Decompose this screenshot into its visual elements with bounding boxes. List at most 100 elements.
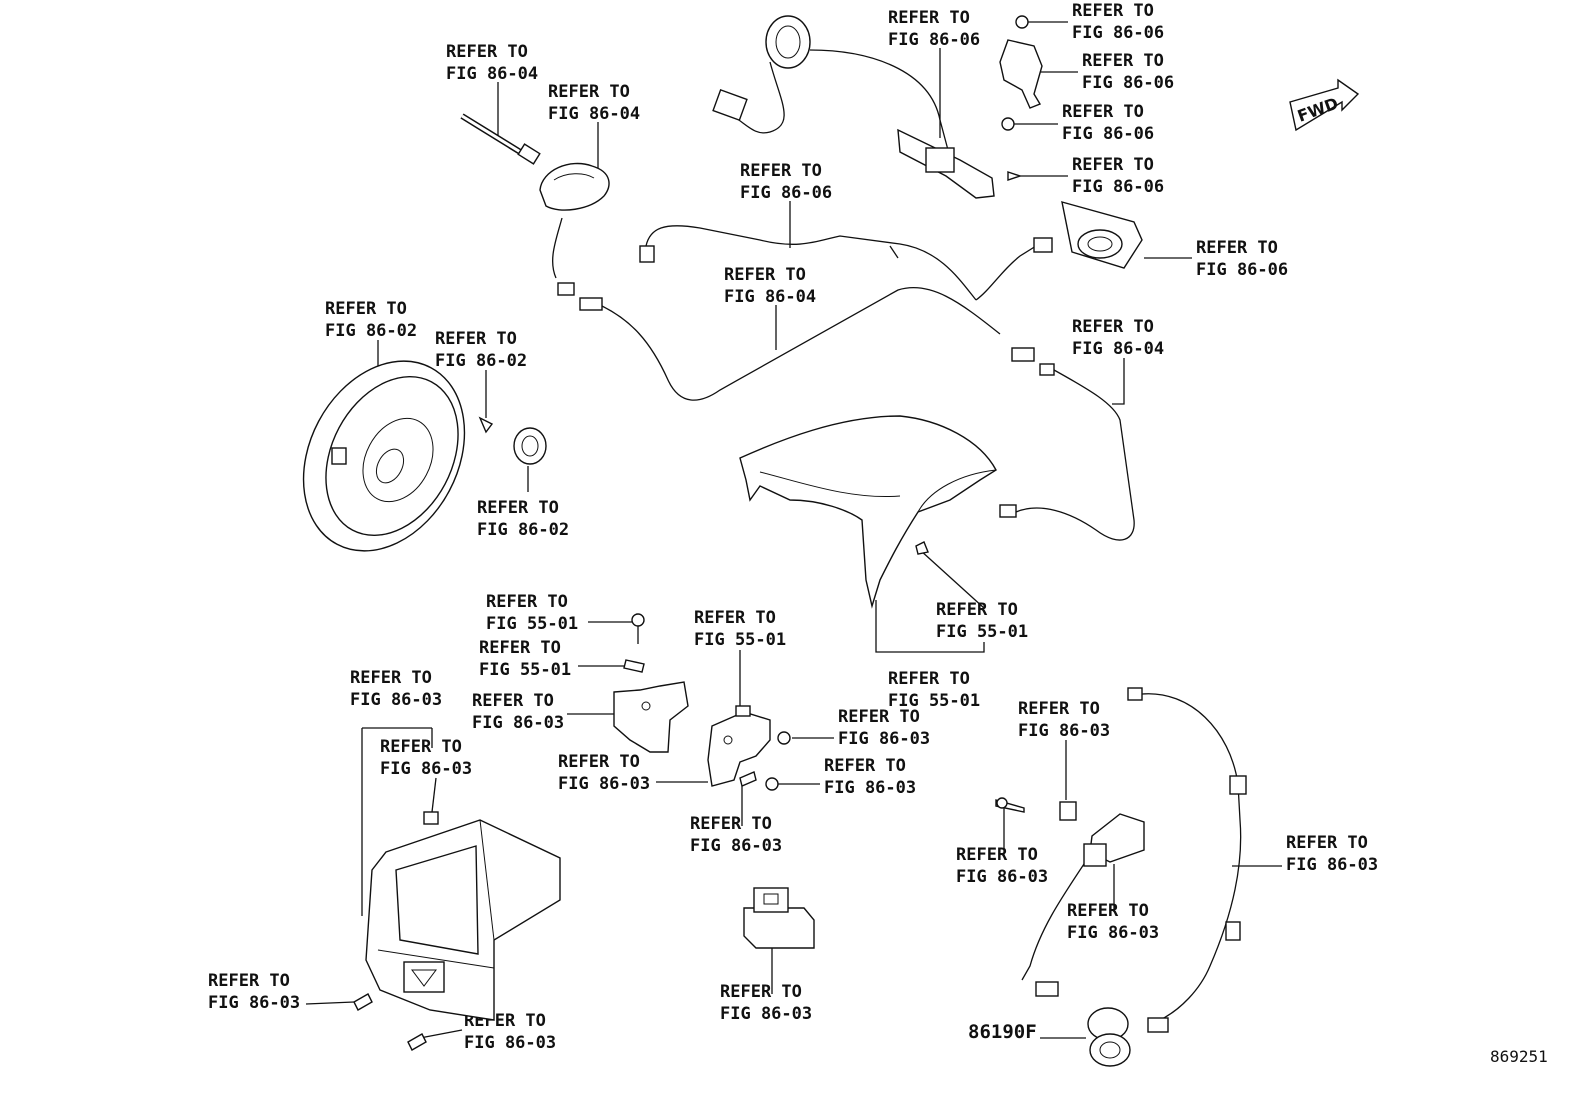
svg-text:REFER TO: REFER TO: [1018, 699, 1100, 719]
tweeter: [513, 427, 547, 465]
svg-text:REFER TO: REFER TO: [956, 845, 1038, 865]
svg-text:REFER TO: REFER TO: [325, 299, 407, 319]
svg-text:FIG 86-03: FIG 86-03: [1067, 923, 1159, 943]
bracket-screw-icon: [739, 731, 791, 791]
svg-text:REFER TO: REFER TO: [479, 638, 561, 658]
svg-text:FIG 86-04: FIG 86-04: [446, 64, 538, 84]
bracket-bolt-icon: [631, 613, 645, 644]
radio-receiver: [365, 811, 561, 1021]
usb-adapter: [1021, 813, 1145, 997]
svg-text:FIG 86-03: FIG 86-03: [558, 774, 650, 794]
svg-text:FIG 86-03: FIG 86-03: [720, 1004, 812, 1024]
svg-text:FIG 55-01: FIG 55-01: [888, 691, 980, 711]
receiver-screw-a-icon: [353, 993, 373, 1011]
rear-camera: [1061, 201, 1143, 269]
svg-text:REFER TO: REFER TO: [1072, 155, 1154, 175]
part-86190f-icon: [1087, 1007, 1131, 1067]
svg-text:FIG 86-03: FIG 86-03: [824, 778, 916, 798]
usb-harness: [1127, 687, 1247, 1033]
svg-text:REFER TO: REFER TO: [694, 608, 776, 628]
svg-text:REFER TO: REFER TO: [472, 691, 554, 711]
camera-bracket: [999, 15, 1043, 181]
svg-text:REFER TO: REFER TO: [1082, 51, 1164, 71]
svg-text:REFER TO: REFER TO: [888, 669, 970, 689]
svg-text:FIG 86-02: FIG 86-02: [325, 321, 417, 341]
svg-text:REFER TO: REFER TO: [690, 814, 772, 834]
svg-text:REFER TO: REFER TO: [888, 8, 970, 28]
camera-wire: [639, 225, 1053, 301]
svg-text:FIG 86-06: FIG 86-06: [740, 183, 832, 203]
svg-text:FIG 86-06: FIG 86-06: [1072, 177, 1164, 197]
svg-text:REFER TO: REFER TO: [435, 329, 517, 349]
svg-text:REFER TO: REFER TO: [724, 265, 806, 285]
svg-text:FIG 86-03: FIG 86-03: [464, 1033, 556, 1053]
radio-bracket: [613, 681, 689, 753]
illustration-id: 869251: [1490, 1047, 1548, 1066]
switch: [743, 887, 815, 949]
svg-text:FIG 86-06: FIG 86-06: [1072, 23, 1164, 43]
bracket-assy: [707, 705, 771, 787]
svg-text:FIG 86-02: FIG 86-02: [477, 520, 569, 540]
svg-text:REFER TO: REFER TO: [477, 498, 559, 518]
callout-part-86190f[interactable]: 86190F: [968, 1021, 1037, 1043]
speaker-screw-icon: [478, 416, 494, 434]
leader-lines: [305, 21, 1282, 1039]
svg-text:REFER TO: REFER TO: [1072, 1, 1154, 21]
svg-text:REFER TO: REFER TO: [380, 737, 462, 757]
svg-text:REFER TO: REFER TO: [208, 971, 290, 991]
svg-text:REFER TO: REFER TO: [1286, 833, 1368, 853]
svg-text:FIG 86-03: FIG 86-03: [350, 690, 442, 710]
svg-text:REFER TO: REFER TO: [558, 752, 640, 772]
svg-text:FIG 86-03: FIG 86-03: [690, 836, 782, 856]
svg-text:FIG 55-01: FIG 55-01: [694, 630, 786, 650]
svg-text:FIG 86-04: FIG 86-04: [1072, 339, 1164, 359]
svg-text:FIG 86-03: FIG 86-03: [1018, 721, 1110, 741]
svg-text:86190F: 86190F: [968, 1021, 1037, 1043]
svg-text:FIG 86-06: FIG 86-06: [1082, 73, 1174, 93]
svg-text:REFER TO: REFER TO: [936, 600, 1018, 620]
svg-text:FIG 86-06: FIG 86-06: [888, 30, 980, 50]
svg-text:FIG 86-03: FIG 86-03: [472, 713, 564, 733]
panel-clip-icon: [915, 541, 929, 555]
svg-text:REFER TO: REFER TO: [1072, 317, 1154, 337]
svg-text:FIG 55-01: FIG 55-01: [936, 622, 1028, 642]
svg-text:REFER TO: REFER TO: [1196, 238, 1278, 258]
svg-text:REFER TO: REFER TO: [350, 668, 432, 688]
svg-text:REFER TO: REFER TO: [838, 707, 920, 727]
svg-text:REFER TO: REFER TO: [1067, 901, 1149, 921]
bracket-clip-icon: [623, 659, 645, 673]
